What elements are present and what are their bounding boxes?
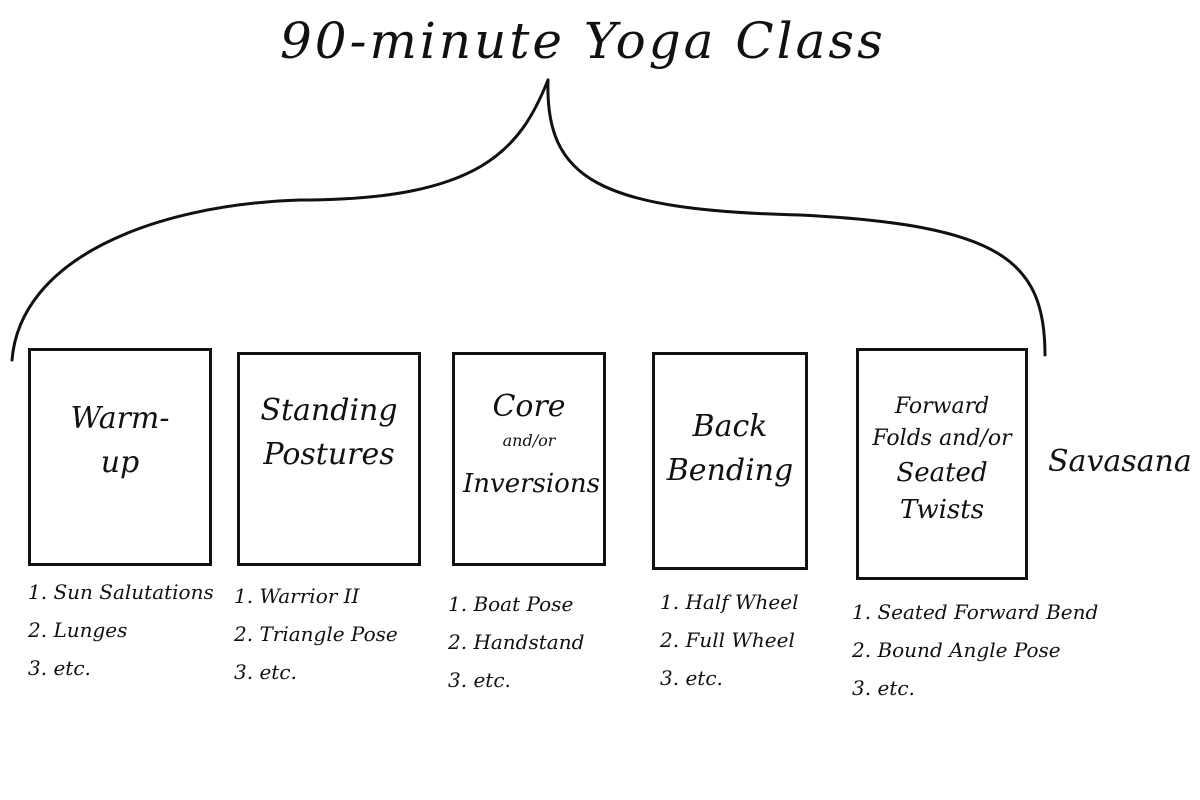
section-box-core-inversions: Core and/or Inversions [452,352,606,566]
label-line: Back [692,409,768,444]
section-list-forward-folds-twists: 1. Seated Forward Bend 2. Bound Angle Po… [852,600,1098,714]
section-label: Warm- up [39,397,201,484]
list-item: 2. Full Wheel [660,628,795,652]
list-item: 1. Seated Forward Bend [852,600,1099,624]
label-line: and/or [502,430,556,450]
list-item: 1. Sun Salutations [28,580,214,604]
list-item: 3. etc. [448,668,511,692]
diagram-title: 90-minute Yoga Class [280,12,886,70]
list-item: 2. Bound Angle Pose [852,638,1061,662]
final-stage-label: Savasana [1048,444,1192,479]
section-box-standing-postures: Standing Postures [237,352,421,566]
label-line: Standing [260,393,398,428]
list-item: 1. Boat Pose [448,592,574,616]
list-item: 3. etc. [660,666,723,690]
section-list-warm-up: 1. Sun Salutations 2. Lunges 3. etc. [28,580,214,694]
list-item: 2. Handstand [448,630,585,654]
label-line: Folds and/or [872,425,1012,451]
label-line: Bending [666,452,794,488]
list-item: 1. Half Wheel [660,590,799,614]
list-item: 2. Lunges [28,618,128,642]
label-line: Inversions [463,468,600,499]
list-item: 3. etc. [28,656,91,680]
section-label: Back Bending [663,405,797,492]
label-line: Forward [894,394,990,419]
list-item: 1. Warrior II [234,584,360,608]
section-label: Standing Postures [248,389,410,476]
label-line: Seated [896,457,988,488]
label-line: up [100,444,140,480]
section-box-forward-folds-twists: Forward Folds and/or Seated Twists [856,348,1028,580]
label-line: Core [492,389,566,424]
section-box-back-bending: Back Bending [652,352,808,570]
brace-right [546,78,1047,357]
brace-left [10,78,550,362]
label-line: Postures [263,436,395,472]
label-line: Twists [899,495,985,526]
list-item: 3. etc. [852,676,915,700]
list-item: 2. Triangle Pose [234,622,398,646]
section-box-warm-up: Warm- up [28,348,212,566]
list-item: 3. etc. [234,660,297,684]
section-list-back-bending: 1. Half Wheel 2. Full Wheel 3. etc. [660,590,798,704]
label-line: Warm- [70,401,170,436]
section-label: Forward Folds and/or Seated Twists [867,391,1017,530]
section-list-standing-postures: 1. Warrior II 2. Triangle Pose 3. etc. [234,584,398,698]
section-list-core-inversions: 1. Boat Pose 2. Handstand 3. etc. [448,592,584,706]
section-label: Core and/or Inversions [463,385,600,503]
